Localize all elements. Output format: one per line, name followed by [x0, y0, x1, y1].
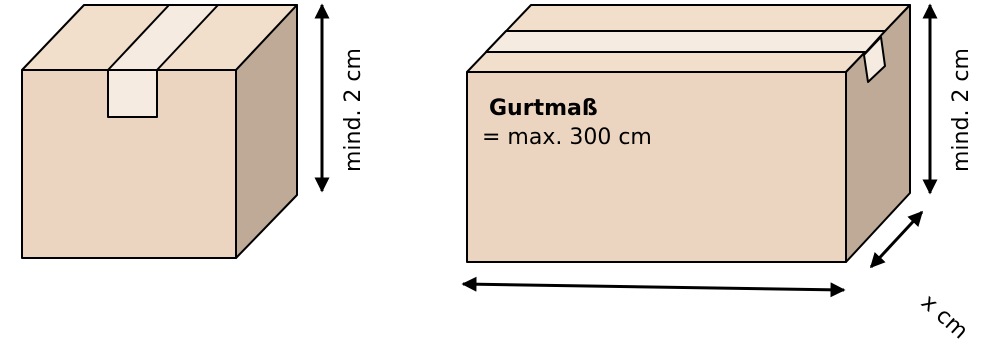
girth-value: = max. 300 cm	[482, 125, 652, 150]
large-box-depth-arrow	[869, 210, 924, 269]
large-box	[466, 4, 911, 263]
large-box-length-arrow	[461, 276, 846, 298]
large-box-side-tape-flap	[863, 36, 886, 83]
large-box-top-tape	[485, 30, 886, 53]
large-box-front	[466, 71, 847, 263]
small-box-front-tape	[107, 69, 158, 118]
small-box	[21, 4, 298, 259]
large-box-depth-label: x cm	[916, 290, 973, 340]
girth-title: Gurtmaß	[489, 96, 598, 121]
large-box-height-label: mind. 2 cm	[949, 48, 974, 172]
small-box-height-label: mind. 2 cm	[341, 48, 366, 172]
